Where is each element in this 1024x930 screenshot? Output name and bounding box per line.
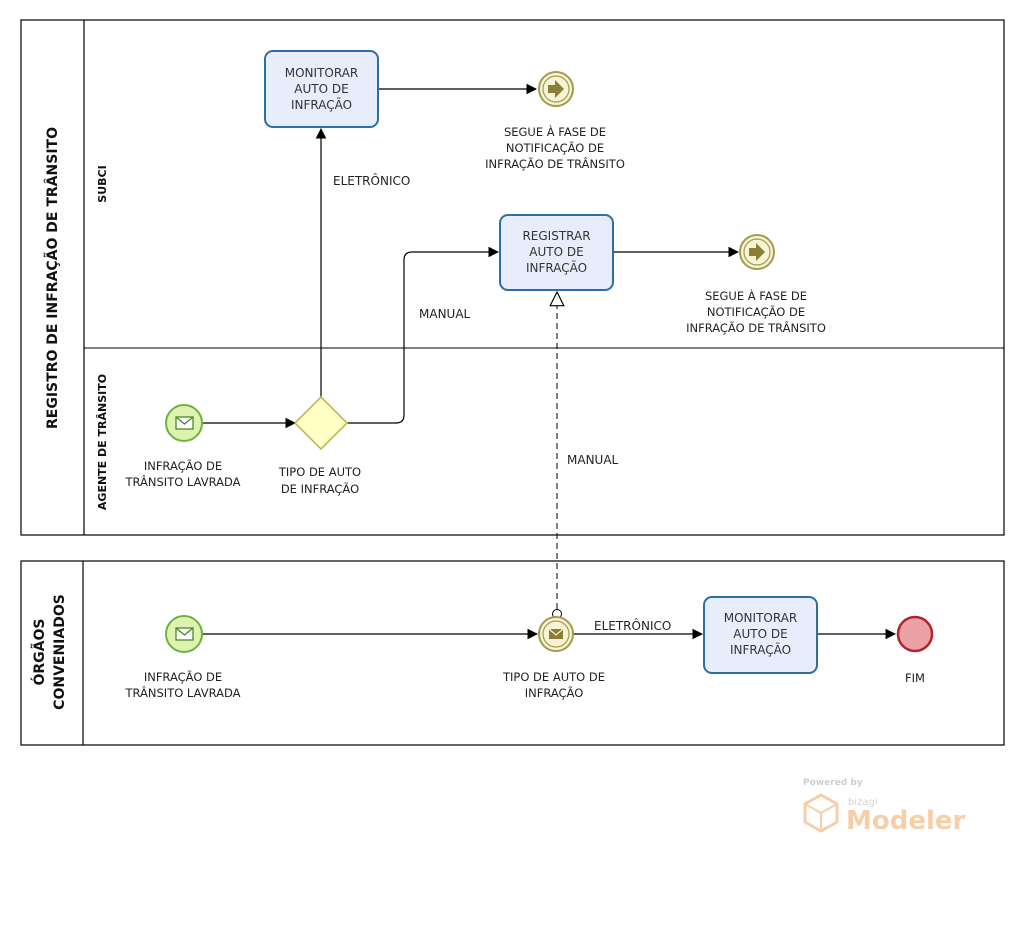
envelope-icon (175, 627, 194, 641)
task-monitorar-bottom[interactable]: MONITORAR AUTO DE INFRAÇÃO (703, 596, 818, 674)
task-monitorar-top[interactable]: MONITORAR AUTO DE INFRAÇÃO (264, 50, 379, 128)
watermark-product: Modeler (846, 806, 966, 836)
start-orgaos-label-1: INFRAÇÃO DE (144, 669, 222, 684)
watermark-powered: Powered by (803, 778, 863, 788)
envelope-icon (175, 416, 194, 430)
envelope-icon (548, 628, 564, 639)
link-end-2-label-3: INFRAÇÃO DE TRÂNSITO (686, 320, 826, 335)
exclusive-gateway[interactable] (293, 395, 349, 451)
start-event-orgaos[interactable] (165, 615, 203, 653)
gateway-label-2: DE INFRAÇÃO (281, 481, 359, 496)
link-end-event-1[interactable] (538, 71, 574, 107)
link-end-1-label-1: SEGUE À FASE DE (504, 124, 606, 139)
link-end-event-2[interactable] (739, 234, 775, 270)
task-monitorar-bottom-line1: MONITORAR (724, 611, 798, 625)
flow-label-manual-top: MANUAL (419, 307, 471, 321)
gateway-label-1: TIPO DE AUTO (278, 465, 361, 479)
task-registrar-line1: REGISTRAR (522, 229, 590, 243)
start-agente-label-2: TRÂNSITO LAVRADA (124, 474, 240, 489)
link-arrow-icon (749, 243, 765, 261)
intermediate-label-2: INFRAÇÃO (525, 685, 584, 700)
flow-label-manual-msg: MANUAL (567, 453, 619, 467)
pool-orgaos-label-2: CONVENIADOS (52, 594, 68, 710)
bizagi-logo-icon (803, 793, 839, 833)
pool-orgaos-label-1: ÓRGÃOS (30, 619, 48, 686)
start-orgaos-label-2: TRÂNSITO LAVRADA (124, 685, 240, 700)
flow-label-eletronico-bottom: ELETRÔNICO (594, 618, 671, 633)
end-fim-label: FIM (905, 671, 925, 685)
task-monitorar-top-line3: INFRAÇÃO (291, 97, 352, 112)
bizagi-watermark: Powered by bizagi Modeler (803, 778, 966, 836)
watermark-brand: bizagi (848, 797, 878, 808)
link-end-2-label-2: NOTIFICAÇÃO DE (707, 304, 805, 319)
task-monitorar-bottom-line3: INFRAÇÃO (730, 642, 791, 657)
lane-agente-label: AGENTE DE TRÂNSITO (96, 374, 109, 510)
link-end-1-label-3: INFRAÇÃO DE TRÂNSITO (485, 156, 625, 171)
flow-gateway-to-registrar (347, 246, 500, 424)
task-monitorar-bottom-line2: AUTO DE (733, 627, 787, 641)
task-registrar-line3: INFRAÇÃO (526, 260, 587, 275)
flow-label-eletronico-top: ELETRÔNICO (333, 173, 410, 188)
link-end-2-label-1: SEGUE À FASE DE (705, 288, 807, 303)
start-agente-label-1: INFRAÇÃO DE (144, 458, 222, 473)
start-event-agente[interactable] (165, 404, 203, 442)
intermediate-message-event[interactable] (538, 616, 574, 652)
pool-orgaos: ÓRGÃOS CONVENIADOS (20, 560, 1005, 746)
task-registrar-line2: AUTO DE (529, 245, 583, 259)
pool-registro-label: REGISTRO DE INFRAÇÃO DE TRÂNSITO (44, 127, 61, 429)
link-arrow-icon (548, 80, 564, 98)
intermediate-label-1: TIPO DE AUTO DE (502, 670, 605, 684)
end-event-fim[interactable] (896, 615, 934, 653)
task-registrar[interactable]: REGISTRAR AUTO DE INFRAÇÃO (499, 214, 614, 291)
task-monitorar-top-line2: AUTO DE (294, 82, 348, 96)
lane-subci-label: SUBCI (96, 165, 109, 202)
link-end-1-label-2: NOTIFICAÇÃO DE (506, 140, 604, 155)
task-monitorar-top-line1: MONITORAR (285, 66, 359, 80)
